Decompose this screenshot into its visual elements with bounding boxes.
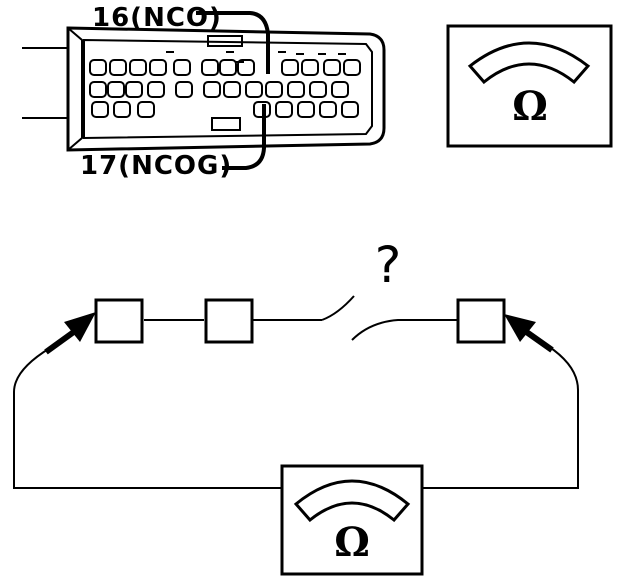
connector-pin bbox=[175, 81, 193, 98]
connector-pin bbox=[147, 81, 165, 98]
connector-pin bbox=[319, 101, 337, 118]
connector-pin bbox=[129, 59, 147, 76]
connector-pin bbox=[173, 59, 191, 76]
ohmmeter-top-frame bbox=[446, 24, 613, 148]
connector-pin bbox=[287, 81, 305, 98]
connector-pin bbox=[89, 59, 107, 76]
connector-housing bbox=[66, 26, 386, 152]
connector-pin bbox=[265, 81, 283, 98]
connector-pin bbox=[309, 81, 327, 98]
switch-blade-right bbox=[351, 319, 458, 341]
connector-pin bbox=[331, 81, 349, 98]
connector-pin bbox=[323, 59, 341, 76]
connector-pin bbox=[149, 59, 167, 76]
ohmmeter-top: Ω bbox=[446, 24, 613, 148]
connector-pins bbox=[89, 51, 361, 118]
circuit-schematic bbox=[13, 295, 579, 489]
probe-lead-pin-17 bbox=[222, 104, 266, 170]
connector-pin bbox=[275, 101, 293, 118]
connector-pin bbox=[137, 101, 155, 118]
pin-16-label: 16(NCO) bbox=[92, 3, 222, 33]
ohmmeter-bottom: Ω bbox=[280, 464, 424, 576]
connector-pin bbox=[89, 81, 107, 98]
connector-pin bbox=[107, 81, 125, 98]
probe-arrow-right-icon bbox=[504, 314, 554, 353]
connector-pin bbox=[201, 59, 219, 76]
terminal-box-right bbox=[456, 298, 506, 344]
connector-pin bbox=[203, 81, 221, 98]
connector-pin bbox=[343, 59, 361, 76]
ohmmeter-bottom-frame bbox=[280, 464, 424, 576]
connector-pin bbox=[237, 59, 255, 76]
connector-key-top bbox=[207, 35, 243, 47]
connector-pin bbox=[113, 101, 131, 118]
connector bbox=[22, 26, 386, 152]
connector-pin bbox=[223, 81, 241, 98]
switch-unknown-mark: ? bbox=[375, 236, 402, 294]
connector-face bbox=[83, 38, 373, 140]
switch-blade-left bbox=[321, 295, 355, 321]
ohmmeter-top-scale-arc bbox=[467, 41, 591, 85]
connector-pin bbox=[281, 59, 299, 76]
connector-pin bbox=[245, 81, 263, 98]
pin-17-label: 17(NCOG) bbox=[80, 151, 232, 181]
terminal-box-middle bbox=[204, 298, 254, 344]
connector-pin bbox=[109, 59, 127, 76]
ohm-symbol-bottom-icon: Ω bbox=[334, 519, 370, 566]
meter-lead-left bbox=[13, 347, 282, 489]
connector-side bbox=[67, 27, 83, 151]
probe-lead-pin-16 bbox=[196, 11, 270, 74]
connector-pin bbox=[219, 59, 237, 76]
terminal-box-left bbox=[94, 298, 144, 344]
connector-key-bottom bbox=[211, 117, 241, 131]
ohmmeter-bottom-scale-arc bbox=[293, 479, 411, 523]
connector-pin bbox=[91, 101, 109, 118]
connector-pin bbox=[301, 59, 319, 76]
probe-arrow-left-icon bbox=[44, 312, 96, 355]
connector-pin bbox=[341, 101, 359, 118]
connector-pin bbox=[125, 81, 143, 98]
connector-pin bbox=[297, 101, 315, 118]
meter-lead-right bbox=[422, 345, 579, 489]
ohm-symbol-icon: Ω bbox=[512, 83, 548, 130]
